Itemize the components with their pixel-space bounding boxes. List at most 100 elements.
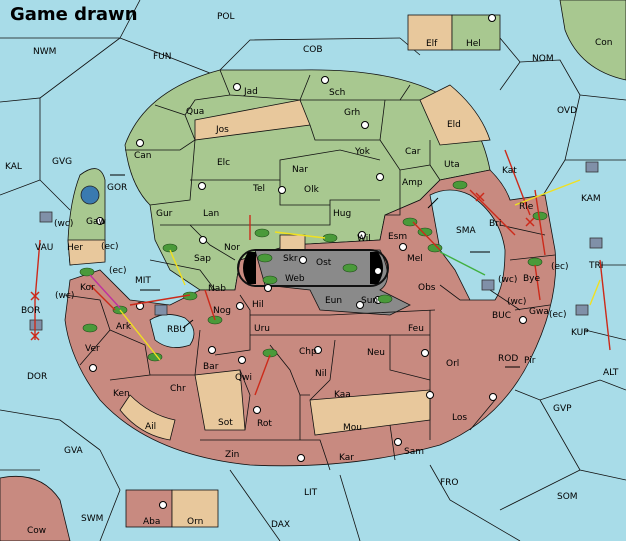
label-uta: Uta — [444, 160, 460, 170]
label-orl: Orl — [446, 359, 459, 369]
label-web: Web — [285, 274, 305, 284]
label-elc: Elc — [217, 158, 230, 168]
label-rbu: RBU — [167, 325, 186, 335]
label-qua: Qua — [186, 107, 204, 117]
label-ec-3: (ec) — [109, 266, 127, 276]
label-lit: LIT — [304, 488, 318, 498]
label-hug: Hug — [333, 209, 351, 219]
territory-elf[interactable] — [407, 14, 453, 51]
label-los: Los — [452, 413, 467, 423]
label-nwm: NWM — [33, 47, 56, 57]
label-nil: Nil — [315, 369, 327, 379]
label-bar: Bar — [203, 362, 219, 372]
game-status-title: Game drawn — [10, 4, 138, 25]
label-orn: Orn — [187, 517, 203, 527]
label-kar: Kar — [339, 453, 354, 463]
label-lan: Lan — [203, 209, 219, 219]
label-rle: Rle — [519, 202, 534, 212]
label-nog: Nog — [213, 306, 231, 316]
label-uru: Uru — [254, 324, 270, 334]
label-ec-1: (ec) — [101, 242, 119, 252]
label-sot: Sot — [218, 418, 233, 428]
label-yok: Yok — [354, 147, 371, 157]
territory-cow[interactable] — [0, 475, 71, 541]
label-sun: Sun — [361, 296, 378, 306]
label-skr: Skr — [283, 254, 298, 264]
label-sam: Sam — [404, 447, 424, 457]
label-wc-4: (wc) — [507, 297, 526, 307]
label-jad: Jad — [243, 87, 258, 97]
order-arrows — [34, 149, 611, 396]
label-sap: Sap — [194, 254, 211, 264]
territory-labels: POL NWM FUN COB NOM Con OVD KAL GVG GOR … — [5, 12, 619, 536]
label-sma: SMA — [456, 226, 476, 236]
label-obs: Obs — [418, 283, 436, 293]
territory-ail[interactable] — [119, 394, 176, 441]
label-gaw: Gaw — [86, 217, 106, 227]
label-som: SOM — [557, 492, 578, 502]
label-alt: ALT — [603, 368, 619, 378]
label-kup: KUP — [571, 328, 589, 338]
label-ver: Ver — [85, 344, 100, 354]
label-zin: Zin — [225, 450, 239, 460]
label-kor: Kor — [80, 283, 95, 293]
label-nab: Nab — [208, 284, 226, 294]
failed-order-marks — [30, 192, 535, 341]
label-gva: GVA — [64, 446, 84, 456]
label-wil: Wil — [357, 234, 371, 244]
label-qwi: Qwi — [235, 373, 252, 383]
label-gwa: Gwa — [529, 307, 549, 317]
label-neu: Neu — [367, 348, 385, 358]
label-eld: Eld — [447, 120, 461, 130]
label-tel: Tel — [252, 184, 265, 194]
label-her: Her — [67, 243, 83, 253]
label-kaa: Kaa — [334, 390, 351, 400]
label-chr: Chr — [170, 384, 186, 394]
label-can: Can — [134, 151, 152, 161]
label-pir: Pir — [524, 356, 536, 366]
ship-units — [29, 161, 603, 331]
label-amp: Amp — [402, 178, 423, 188]
label-gvp: GVP — [553, 404, 572, 414]
label-ec-4: (ec) — [549, 310, 567, 320]
label-jos: Jos — [215, 125, 229, 135]
label-bor: BOR — [21, 306, 40, 316]
sea-sma[interactable] — [429, 189, 506, 301]
territory-eld[interactable] — [419, 84, 491, 146]
label-kam: KAM — [581, 194, 601, 204]
label-ovd: OVD — [557, 106, 577, 116]
label-vau: VAU — [35, 243, 53, 253]
label-nom: NOM — [532, 54, 554, 64]
label-cob: COB — [303, 45, 323, 55]
label-wc-2: (wc) — [498, 275, 517, 285]
label-mit: MIT — [135, 276, 151, 286]
label-ost: Ost — [316, 258, 332, 268]
territory-orn[interactable] — [171, 489, 219, 528]
label-ark: Ark — [116, 322, 132, 332]
label-ken: Ken — [113, 389, 130, 399]
label-cow: Cow — [27, 526, 46, 536]
label-fun: FUN — [153, 52, 172, 62]
label-wc-1: (wc) — [54, 219, 73, 229]
label-fro: FRO — [440, 478, 459, 488]
label-bye: Bye — [523, 274, 541, 284]
label-swm: SWM — [81, 514, 103, 524]
label-pol: POL — [217, 12, 235, 22]
lake-left-cap — [243, 252, 256, 284]
label-dax: DAX — [271, 520, 290, 530]
label-gor: GOR — [107, 183, 127, 193]
label-olk: Olk — [304, 185, 320, 195]
label-grh: Grh — [344, 108, 360, 118]
label-nor: Nor — [224, 243, 240, 253]
label-gur: Gur — [156, 209, 173, 219]
label-gvg: GVG — [52, 157, 72, 167]
label-bri: Bri — [489, 219, 501, 229]
label-dor: DOR — [27, 372, 47, 382]
label-hel: Hel — [466, 39, 481, 49]
label-esm: Esm — [388, 232, 407, 242]
sea-connectors — [110, 174, 520, 368]
territory-her[interactable] — [67, 239, 106, 266]
label-kal: KAL — [5, 162, 22, 172]
